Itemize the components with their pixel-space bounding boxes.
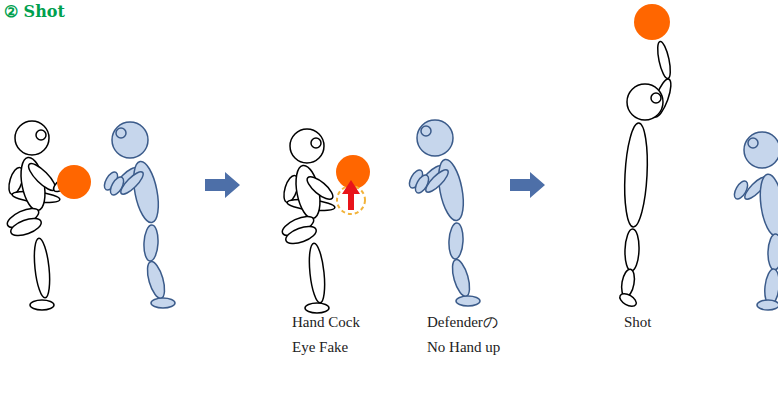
shin	[307, 242, 327, 303]
eye	[421, 126, 431, 136]
step-caption: Defenderの	[427, 313, 498, 331]
torso	[622, 122, 649, 227]
torso	[129, 159, 162, 224]
cock-arrow	[342, 180, 360, 210]
step-arrow	[510, 172, 545, 198]
ball	[634, 4, 670, 40]
arm	[732, 179, 751, 201]
eye	[116, 128, 126, 138]
thigh	[143, 225, 159, 262]
head	[627, 84, 663, 120]
foot	[618, 291, 639, 309]
shooter-body	[280, 129, 336, 313]
eye	[311, 138, 321, 148]
eye	[748, 138, 758, 148]
head	[744, 132, 778, 168]
shin	[32, 237, 52, 298]
foot	[151, 298, 175, 308]
defender-figure	[102, 122, 175, 308]
head	[290, 129, 324, 163]
ball	[57, 165, 91, 199]
thigh	[624, 229, 639, 271]
shin	[144, 260, 168, 300]
step-caption: Shot	[624, 313, 652, 331]
thigh	[448, 223, 464, 260]
step-caption: Hand Cock	[292, 313, 360, 331]
torso	[434, 157, 467, 222]
defender-figure	[732, 132, 778, 310]
shooter-figure	[5, 121, 75, 310]
step-arrow	[205, 172, 240, 198]
eye	[36, 130, 46, 140]
arm	[108, 175, 127, 197]
eye	[651, 93, 661, 103]
thigh	[767, 234, 778, 270]
shooter-figure	[618, 40, 675, 308]
shooter-figure	[280, 129, 370, 313]
foot	[305, 303, 329, 313]
torso	[757, 173, 778, 237]
foot	[456, 296, 480, 306]
head	[112, 122, 148, 158]
defender-figure	[407, 120, 480, 306]
foot	[757, 300, 778, 310]
foot	[30, 300, 54, 310]
head	[417, 120, 453, 156]
head	[15, 121, 49, 155]
arm	[655, 40, 673, 79]
shin	[449, 258, 473, 298]
thigh	[9, 215, 44, 239]
step-caption: Eye Fake	[292, 338, 348, 356]
step-caption: No Hand up	[427, 338, 500, 356]
arm	[304, 173, 336, 203]
arm	[413, 173, 432, 195]
section-title: ② Shot	[4, 2, 65, 21]
